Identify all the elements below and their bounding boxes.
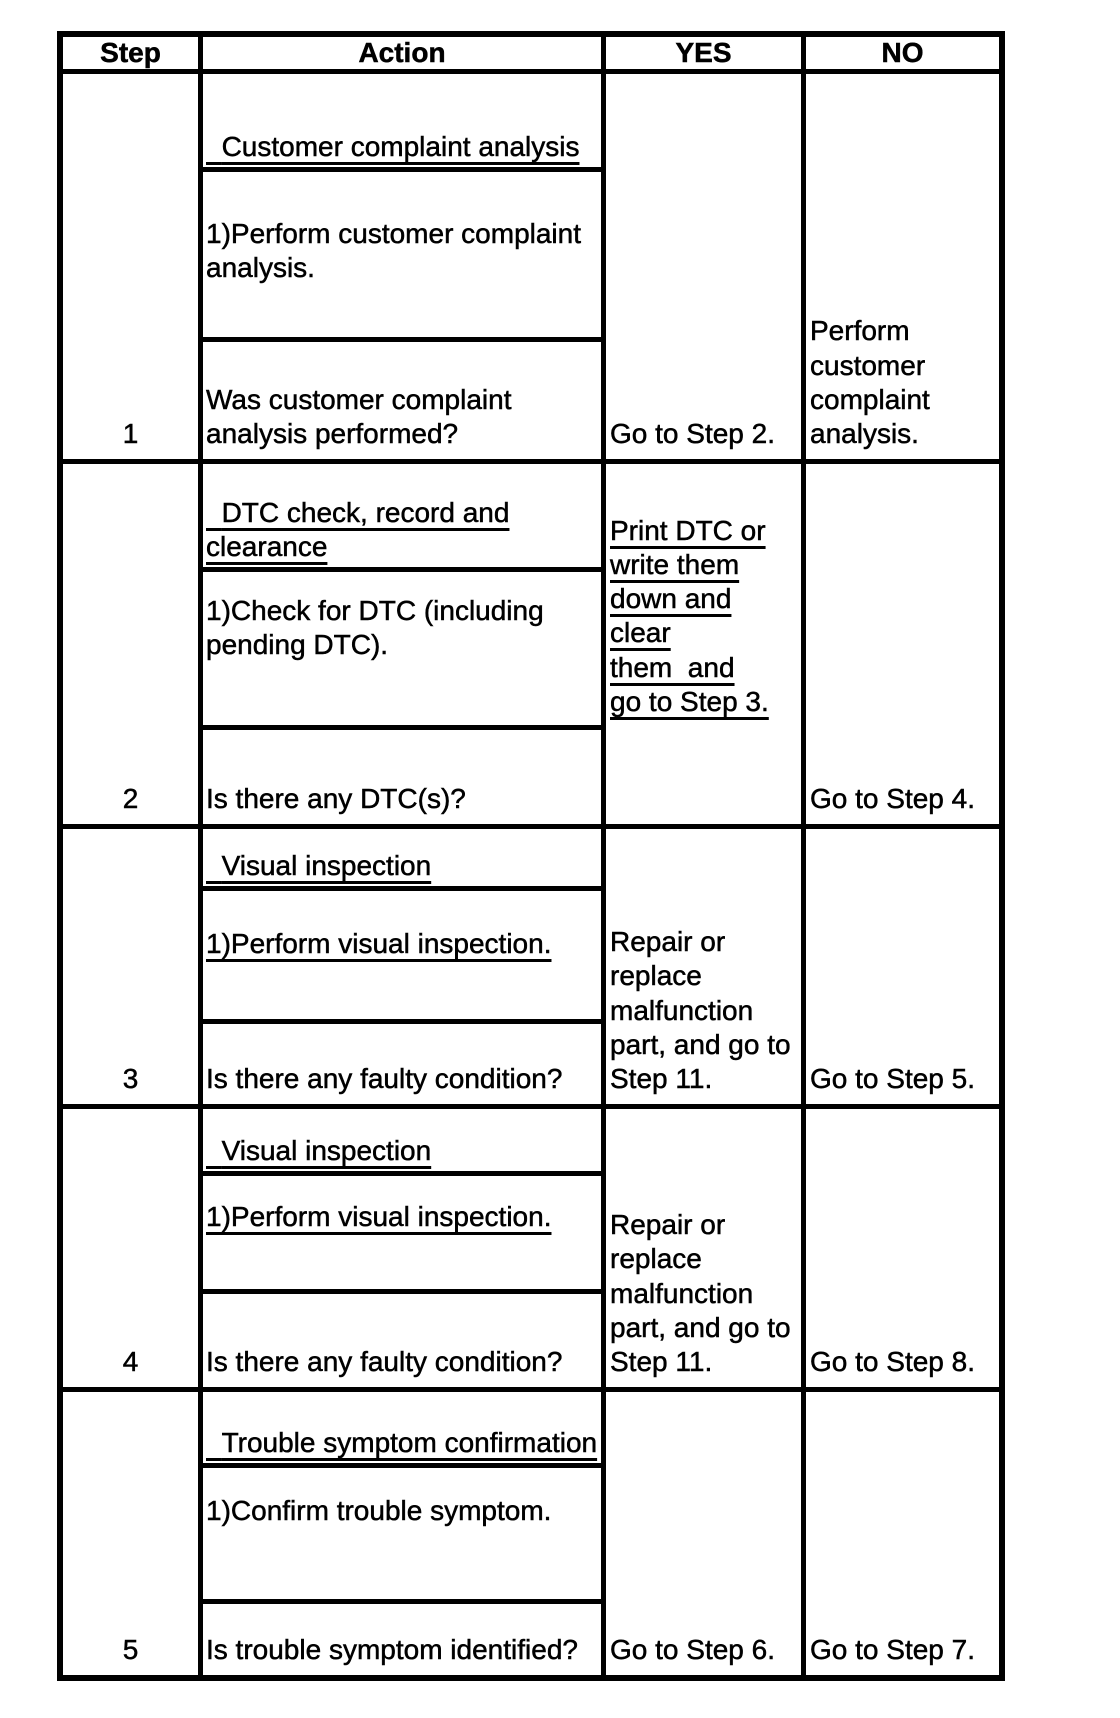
- action-procedure-section: 1)Perform visual inspection.: [203, 1176, 601, 1294]
- yes-text: Repair or replace malfunction part, and …: [610, 1209, 791, 1377]
- action-title-section: Visual inspection: [203, 1109, 601, 1176]
- action-cell-3: Visual inspection 1)Perform visual inspe…: [203, 829, 601, 1104]
- diagnostic-table: Step Action YES NO 1 Customer complaint …: [57, 31, 1005, 1681]
- step-number: 5: [122, 1633, 139, 1666]
- yes-cell-3: Repair or replace malfunction part, and …: [606, 829, 801, 1104]
- action-question-section: Is there any DTC(s)?: [203, 730, 601, 824]
- header-no: NO: [806, 37, 999, 69]
- header-step: Step: [63, 37, 198, 69]
- yes-text: Go to Step 6.: [610, 1633, 776, 1666]
- yes-cell-2: Print DTC or write them down and clear t…: [606, 464, 801, 824]
- step-number: 4: [122, 1345, 139, 1378]
- action-procedure-section: 1)Perform visual inspection.: [203, 891, 601, 1024]
- action-procedure-section: 1)Confirm trouble symptom.: [203, 1468, 601, 1604]
- action-title-section: Customer complaint analysis: [203, 74, 601, 172]
- header-action: Action: [203, 37, 601, 69]
- action-question: Is there any faulty condition?: [206, 1345, 563, 1378]
- step-cell-4: 4: [63, 1109, 198, 1387]
- no-text: Go to Step 5.: [810, 1062, 976, 1095]
- action-title-section: Visual inspection: [203, 829, 601, 891]
- no-cell-1: Perform customer complaint analysis.: [806, 74, 999, 459]
- action-title: Customer complaint analysis: [221, 130, 580, 163]
- action-procedure: 1)Perform visual inspection.: [206, 928, 552, 960]
- header-yes-label: YES: [675, 37, 732, 68]
- header-no-label: NO: [881, 37, 924, 68]
- action-procedure: 1)Confirm trouble symptom.: [206, 1495, 552, 1527]
- step-cell-1: 1: [63, 74, 198, 459]
- no-text: Go to Step 4.: [810, 782, 976, 815]
- action-procedure-section: 1)Check for DTC (including pending DTC).: [203, 572, 601, 730]
- action-procedure: 1)Perform customer complaint analysis.: [206, 218, 582, 284]
- yes-cell-4: Repair or replace malfunction part, and …: [606, 1109, 801, 1387]
- yes-cell-1: Go to Step 2.: [606, 74, 801, 459]
- action-title: DTC check, record and clearance: [206, 496, 510, 562]
- action-procedure: 1)Check for DTC (including pending DTC).: [206, 595, 544, 661]
- no-text: Go to Step 7.: [810, 1633, 976, 1666]
- action-procedure: 1)Perform visual inspection.: [206, 1201, 552, 1233]
- no-cell-5: Go to Step 7.: [806, 1392, 999, 1675]
- action-question: Is trouble symptom identified?: [206, 1633, 578, 1666]
- action-cell-2: DTC check, record and clearance 1)Check …: [203, 464, 601, 824]
- action-title-section: Trouble symptom confirmation: [203, 1392, 601, 1468]
- no-cell-4: Go to Step 8.: [806, 1109, 999, 1387]
- no-text: Go to Step 8.: [810, 1345, 976, 1378]
- yes-text: Print DTC or write them down and clear t…: [610, 515, 769, 717]
- yes-text: Repair or replace malfunction part, and …: [610, 926, 791, 1094]
- action-title-section: DTC check, record and clearance: [203, 464, 601, 572]
- action-cell-5: Trouble symptom confirmation 1)Confirm t…: [203, 1392, 601, 1675]
- no-cell-3: Go to Step 5.: [806, 829, 999, 1104]
- action-title: Trouble symptom confirmation: [221, 1426, 598, 1459]
- action-cell-1: Customer complaint analysis 1)Perform cu…: [203, 74, 601, 459]
- yes-text: Go to Step 2.: [610, 417, 776, 450]
- action-title: Visual inspection: [221, 1134, 432, 1167]
- no-text: Perform customer complaint analysis.: [810, 315, 930, 449]
- action-procedure-section: 1)Perform customer complaint analysis.: [203, 172, 601, 342]
- step-number: 3: [122, 1062, 139, 1095]
- yes-cell-5: Go to Step 6.: [606, 1392, 801, 1675]
- action-question: Was customer complaint analysis performe…: [206, 383, 512, 449]
- step-cell-3: 3: [63, 829, 198, 1104]
- step-cell-2: 2: [63, 464, 198, 824]
- no-cell-2: Go to Step 4.: [806, 464, 999, 824]
- action-title: Visual inspection: [221, 849, 432, 882]
- header-action-label: Action: [358, 37, 446, 68]
- step-cell-5: 5: [63, 1392, 198, 1675]
- header-yes: YES: [606, 37, 801, 69]
- action-question-section: Is there any faulty condition?: [203, 1024, 601, 1104]
- action-question: Is there any faulty condition?: [206, 1062, 563, 1095]
- action-cell-4: Visual inspection 1)Perform visual inspe…: [203, 1109, 601, 1387]
- action-question: Is there any DTC(s)?: [206, 782, 466, 815]
- header-step-label: Step: [100, 37, 161, 68]
- step-number: 1: [122, 417, 139, 450]
- action-question-section: Is trouble symptom identified?: [203, 1604, 601, 1675]
- action-question-section: Is there any faulty condition?: [203, 1294, 601, 1387]
- step-number: 2: [122, 782, 139, 815]
- action-question-section: Was customer complaint analysis performe…: [203, 342, 601, 459]
